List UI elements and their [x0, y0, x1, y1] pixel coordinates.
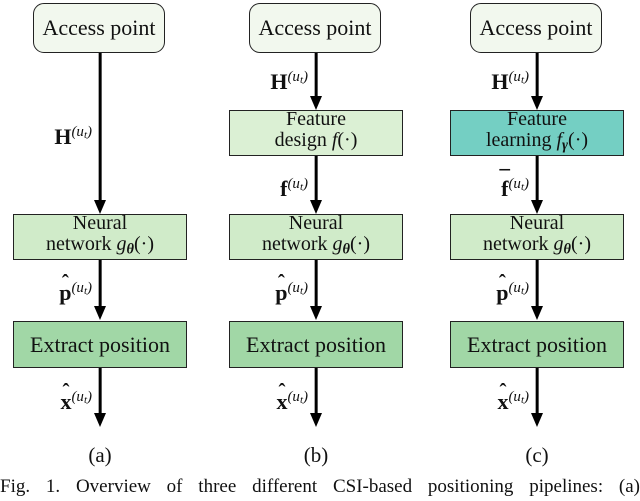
- pipeline-b: Access point H(ut) Feature design f(·) f…: [229, 0, 403, 470]
- arrow-H-to-feature: [309, 53, 323, 110]
- feature-learning-line2: learning fγ(·): [485, 129, 589, 154]
- extract-position-label: Extract position: [30, 331, 170, 357]
- neural-network-line2: network gθ(·): [261, 233, 370, 258]
- arrow-fbar-to-neural: [530, 156, 544, 214]
- neural-network-line2: network gθ(·): [45, 233, 154, 258]
- feature-design-box: Feature design f(·): [229, 108, 403, 156]
- arrow-f-to-neural: [309, 156, 323, 214]
- arrow-x-output: [93, 368, 107, 427]
- neural-network-line2: network gθ(·): [482, 233, 591, 258]
- access-point-box: Access point: [470, 3, 602, 53]
- extract-position-label: Extract position: [467, 331, 607, 357]
- access-point-label: Access point: [479, 15, 593, 40]
- arrow-x-output: [530, 368, 544, 427]
- arrow-p-to-extract: [530, 260, 544, 320]
- pipeline-a: Access point H(ut) Neural network gθ(·) …: [13, 0, 187, 470]
- extract-position-box: Extract position: [13, 321, 187, 368]
- feature-learning-line1: Feature: [507, 108, 567, 131]
- pipeline-c: Access point H(ut) Feature learning fγ(·…: [450, 0, 624, 470]
- feature-design-line1: Feature: [286, 108, 346, 131]
- arrow-x-output: [309, 368, 323, 427]
- feature-design-line2: design f(·): [274, 129, 358, 152]
- arrow-p-to-extract: [309, 260, 323, 320]
- neural-network-line1: Neural: [288, 212, 344, 235]
- extract-position-label: Extract position: [246, 331, 386, 357]
- access-point-label: Access point: [258, 15, 372, 40]
- extract-position-box: Extract position: [229, 321, 403, 368]
- arrow-label-f: f(ut): [280, 176, 308, 201]
- neural-network-box: Neural network gθ(·): [229, 212, 403, 260]
- arrow-label-H: H(ut): [270, 69, 308, 94]
- extract-position-box: Extract position: [450, 321, 624, 368]
- access-point-box: Access point: [249, 3, 381, 53]
- access-point-label: Access point: [42, 15, 156, 40]
- figure-caption: Fig. 1. Overview of three different CSI-…: [0, 476, 640, 497]
- access-point-box: Access point: [33, 3, 165, 53]
- arrow-H-to-feature: [530, 53, 544, 110]
- arrow-label-H: H(ut): [491, 69, 529, 94]
- neural-network-box: Neural network gθ(·): [450, 212, 624, 260]
- sublabel-a: (a): [88, 443, 112, 467]
- feature-learning-box: Feature learning fγ(·): [450, 108, 624, 156]
- arrow-p-to-extract: [93, 260, 107, 320]
- arrow-label-f-bar: ¯f(ut): [499, 166, 529, 201]
- arrow-H-to-neural: [93, 53, 107, 214]
- neural-network-line1: Neural: [72, 212, 128, 235]
- neural-network-box: Neural network gθ(·): [13, 212, 187, 260]
- arrow-label-H: H(ut): [54, 124, 92, 149]
- sublabel-c: (c): [525, 443, 549, 467]
- neural-network-line1: Neural: [509, 212, 565, 235]
- sublabel-b: (b): [303, 443, 329, 467]
